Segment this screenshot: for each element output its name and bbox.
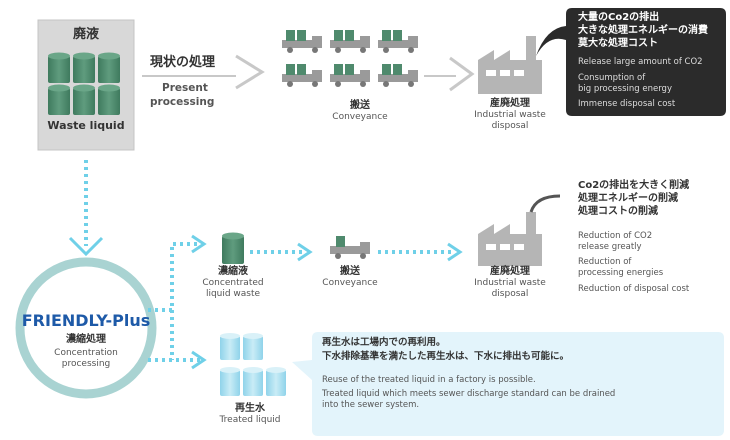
bubble-en-1: Release large amount of CO2 [578, 57, 703, 67]
mid-note-en-2: release greatly [578, 242, 642, 252]
conveyance-arrow-icon [449, 56, 475, 92]
treated-jp: 再生水 [235, 403, 265, 414]
mid-disposal-en-1: Industrial waste [474, 278, 546, 288]
waste-liquid-box [37, 19, 135, 151]
friendly-jp: 濃縮処理 [66, 334, 106, 345]
mid-arrow-1-icon [297, 242, 313, 262]
waste-drums-icon [48, 52, 120, 115]
top-conveyance-jp: 搬送 [350, 100, 370, 111]
treated-bubble-jp-1: 再生水は工場内での再利用。 [322, 337, 446, 348]
bubble-en-2: Consumption of [578, 73, 646, 83]
treated-bubble-en-1: Reuse of the treated liquid in a factory… [322, 375, 536, 385]
present-arrow-icon [235, 54, 265, 90]
down-arrow-icon [68, 236, 104, 257]
bubble-jp-3: 莫大な処理コスト [578, 38, 658, 49]
trucks-icon [282, 30, 418, 87]
factory-icon [478, 36, 542, 94]
friendly-en-2: processing [61, 359, 111, 369]
concentrated-en-2: liquid waste [205, 289, 261, 299]
treated-drums-icon [220, 333, 286, 396]
friendly-en-1: Concentration [54, 348, 118, 358]
top-disposal-en-1: Industrial waste [474, 110, 546, 120]
treated-info-bubble [292, 332, 724, 436]
concentrated-en-1: Concentrated [202, 278, 264, 288]
mid-conveyance-en: Conveyance [322, 278, 378, 288]
bubble-jp-1: 大量のCo2の排出 [578, 12, 660, 23]
mid-note-en-5: Reduction of disposal cost [578, 284, 690, 294]
waste-title-en: Waste liquid [47, 119, 125, 132]
bubble-jp-2: 大きな処理エネルギーの消費 [578, 25, 708, 36]
present-en-2: processing [150, 96, 215, 108]
friendly-plus-title: FRIENDLY-Plus [21, 311, 151, 330]
factory-mid-icon [478, 194, 561, 266]
to-concentrated-flow [148, 242, 200, 312]
mid-note-jp-1: Co2の排出を大きく削減 [578, 180, 690, 191]
top-disposal-en-2: disposal [491, 121, 529, 131]
top-conveyance-en: Conveyance [332, 112, 388, 122]
concentrated-drum-icon [222, 232, 244, 264]
mid-conveyance-jp: 搬送 [340, 266, 360, 277]
treated-bubble-jp-2: 下水排除基準を満たした再生水は、下水に排出も可能に。 [322, 351, 570, 362]
present-en-1: Present [162, 82, 208, 94]
mid-disposal-jp: 産廃処理 [490, 266, 530, 277]
emission-bubble [536, 8, 726, 116]
bubble-en-4: Immense disposal cost [578, 99, 676, 109]
present-title-jp: 現状の処理 [150, 55, 216, 70]
treated-arrow-icon [191, 350, 207, 370]
top-disposal-jp: 産廃処理 [490, 98, 530, 109]
concentrated-arrow-icon [191, 234, 207, 254]
mid-note-en-3: Reduction of [578, 257, 632, 267]
friendly-plus-circle [15, 257, 157, 399]
treated-bubble-en-3: into the sewer system. [322, 400, 420, 410]
mid-note-en-4: processing energies [578, 268, 664, 278]
mid-disposal-en-2: disposal [491, 289, 529, 299]
mid-note-jp-2: 処理エネルギーの削減 [578, 193, 678, 204]
mid-arrow-2-icon [447, 242, 463, 262]
mid-note-jp-3: 処理コストの削減 [578, 206, 658, 217]
truck-icon [330, 236, 370, 259]
concentrated-jp: 濃縮液 [218, 266, 248, 277]
waste-title-jp: 廃液 [72, 27, 99, 42]
treated-bubble-en-2: Treated liquid which meets sewer dischar… [322, 389, 616, 399]
bubble-en-3: big processing energy [578, 84, 672, 94]
mid-note-en-1: Reduction of CO2 [578, 231, 653, 241]
treated-en: Treated liquid [219, 415, 281, 425]
